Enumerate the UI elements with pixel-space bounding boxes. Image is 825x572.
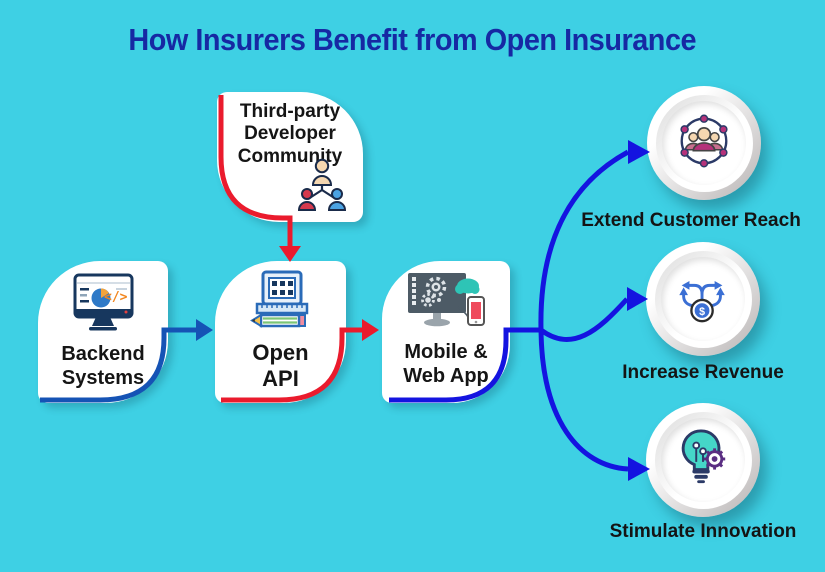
node-label: Mobile & Web App (403, 341, 489, 388)
badge-ring: $ (654, 250, 752, 348)
page-title-text: How Insurers Benefit from Open Insurance (128, 22, 697, 57)
benefit-label-extend-customer-reach: Extend Customer Reach (581, 210, 801, 231)
people-hierarchy-icon (294, 157, 350, 216)
node-label-line: Systems (61, 366, 145, 389)
benefit-label-increase-revenue: Increase Revenue (622, 362, 784, 383)
arrowhead-right (362, 319, 379, 341)
node-label: Open API (252, 340, 308, 392)
node-label-line: Open (252, 340, 309, 365)
benefit-badge-increase-revenue: $ (646, 242, 760, 356)
node-label-line: Mobile & (404, 341, 488, 363)
arrowhead-right (627, 287, 648, 311)
code-glyph: </> (104, 290, 128, 305)
currency-symbol: $ (699, 306, 705, 318)
node-label-line: Third-party (239, 101, 341, 122)
badge-ring (655, 94, 753, 192)
node-label-line: Backend (61, 343, 145, 365)
node-label-line: API (262, 365, 299, 391)
page-title: How Insurers Benefit from Open Insurance (0, 22, 825, 58)
revenue-arrows-icon: $ (672, 268, 734, 331)
badge-face (661, 418, 745, 502)
benefit-label-stimulate-innovation: Stimulate Innovation (609, 521, 797, 542)
badge-face (662, 101, 746, 185)
backend-monitor-icon: </> (66, 273, 140, 338)
benefit-badge-extend-customer-reach (647, 86, 761, 200)
benefit-badge-stimulate-innovation (646, 403, 760, 517)
badge-face: $ (661, 257, 745, 341)
node-open-api: Open API (215, 261, 346, 403)
arrowhead-right (196, 319, 213, 341)
node-label-line: Web App (403, 364, 489, 387)
mobile-web-app-icon (406, 271, 486, 336)
badge-ring (654, 411, 752, 509)
arrowhead-down (279, 246, 301, 262)
node-label-line: Developer (244, 123, 336, 145)
node-backend-systems: </> Backend Systems (38, 261, 168, 403)
node-label: Backend Systems (61, 343, 144, 390)
node-third-party-developer-community: Third-party Developer Community (217, 92, 363, 222)
innovation-bulb-icon (675, 427, 731, 494)
node-mobile-web-app: Mobile & Web App (382, 261, 510, 403)
customer-network-icon (673, 110, 735, 177)
api-blueprint-icon (249, 270, 313, 335)
